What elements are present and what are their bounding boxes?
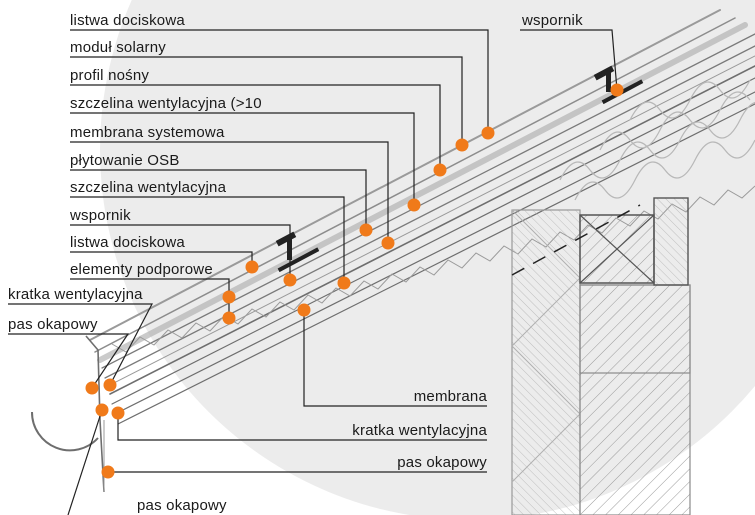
leader-kratka-left [8,303,153,386]
marker-szczelina [337,276,351,290]
leader-pas-okapowy-bottom [67,409,103,515]
label-modul-solarny: moduł solarny [70,39,166,56]
leader-plytowanie-osb [70,169,367,230]
label-profil-nosny: profil nośny [70,67,149,84]
leader-kratka-right [117,413,487,441]
eave-fascia [85,335,105,493]
leader-membrana-systemowa [70,141,389,243]
leader-wspornik-left [70,224,291,280]
leader-pas-okapowy-left [8,333,130,389]
wall-section [511,197,691,515]
marker-profil-nosny [433,163,447,177]
label-membrana-systemowa: membrana systemowa [70,124,225,141]
label-membrana: membrana [414,388,488,405]
label-pas-okapowy-right: pas okapowy [397,454,487,471]
labels: listwa dociskowa moduł solarny profil no… [8,12,583,514]
marker-listwa-dociskowa-top [481,126,495,140]
label-elementy-podporowe: elementy podporowe [70,261,213,278]
label-kratka-wentylacyjna-right: kratka wentylacyjna [352,422,487,439]
marker-membrana-systemowa [381,236,395,250]
label-listwa-dociskowa-left: listwa dociskowa [70,234,185,251]
leader-szczelina-10 [70,112,415,205]
marker-pas-okapowy-left [85,381,99,395]
marker-wspornik-right [610,83,624,97]
marker-szczelina-10 [407,198,421,212]
label-wspornik-right: wspornik [521,12,583,29]
leader-modul-solarny [70,56,463,145]
leader-listwa-dociskowa-top [70,29,489,133]
label-szczelina-10: szczelina wentylacyjna (>10 [70,95,262,112]
marker-pas-okapowy-bottom [95,403,109,417]
leader-wspornik-right [520,29,618,91]
leader-membrana [303,310,487,407]
label-listwa-dociskowa-top: listwa dociskowa [70,12,185,29]
marker-kratka-right [111,406,125,420]
marker-membrana [297,303,311,317]
label-wspornik-left: wspornik [69,207,131,224]
markers [85,83,624,479]
label-pas-okapowy-bottom: pas okapowy [137,497,227,514]
marker-elementy-podporowe-2 [222,311,236,325]
leader-profil-nosny [70,84,441,170]
marker-modul-solarny [455,138,469,152]
label-pas-okapowy-left: pas okapowy [8,316,98,333]
label-szczelina: szczelina wentylacyjna [70,179,227,196]
label-plytowanie-osb: płytowanie OSB [70,152,180,169]
marker-kratka-left [103,378,117,392]
marker-elementy-podporowe-1 [222,290,236,304]
marker-wspornik-left [283,273,297,287]
ventilation-gap-truss [111,185,755,353]
marker-plytowanie-osb [359,223,373,237]
insulation [559,79,755,201]
leader-szczelina [70,196,345,283]
marker-pas-okapowy-right [101,465,115,479]
leader-elementy-podporowe [70,278,230,318]
label-kratka-wentylacyjna-left: kratka wentylacyjna [8,286,143,303]
marker-listwa-dociskowa-left [245,260,259,274]
gutter [30,411,99,452]
roof-layers [89,9,755,425]
